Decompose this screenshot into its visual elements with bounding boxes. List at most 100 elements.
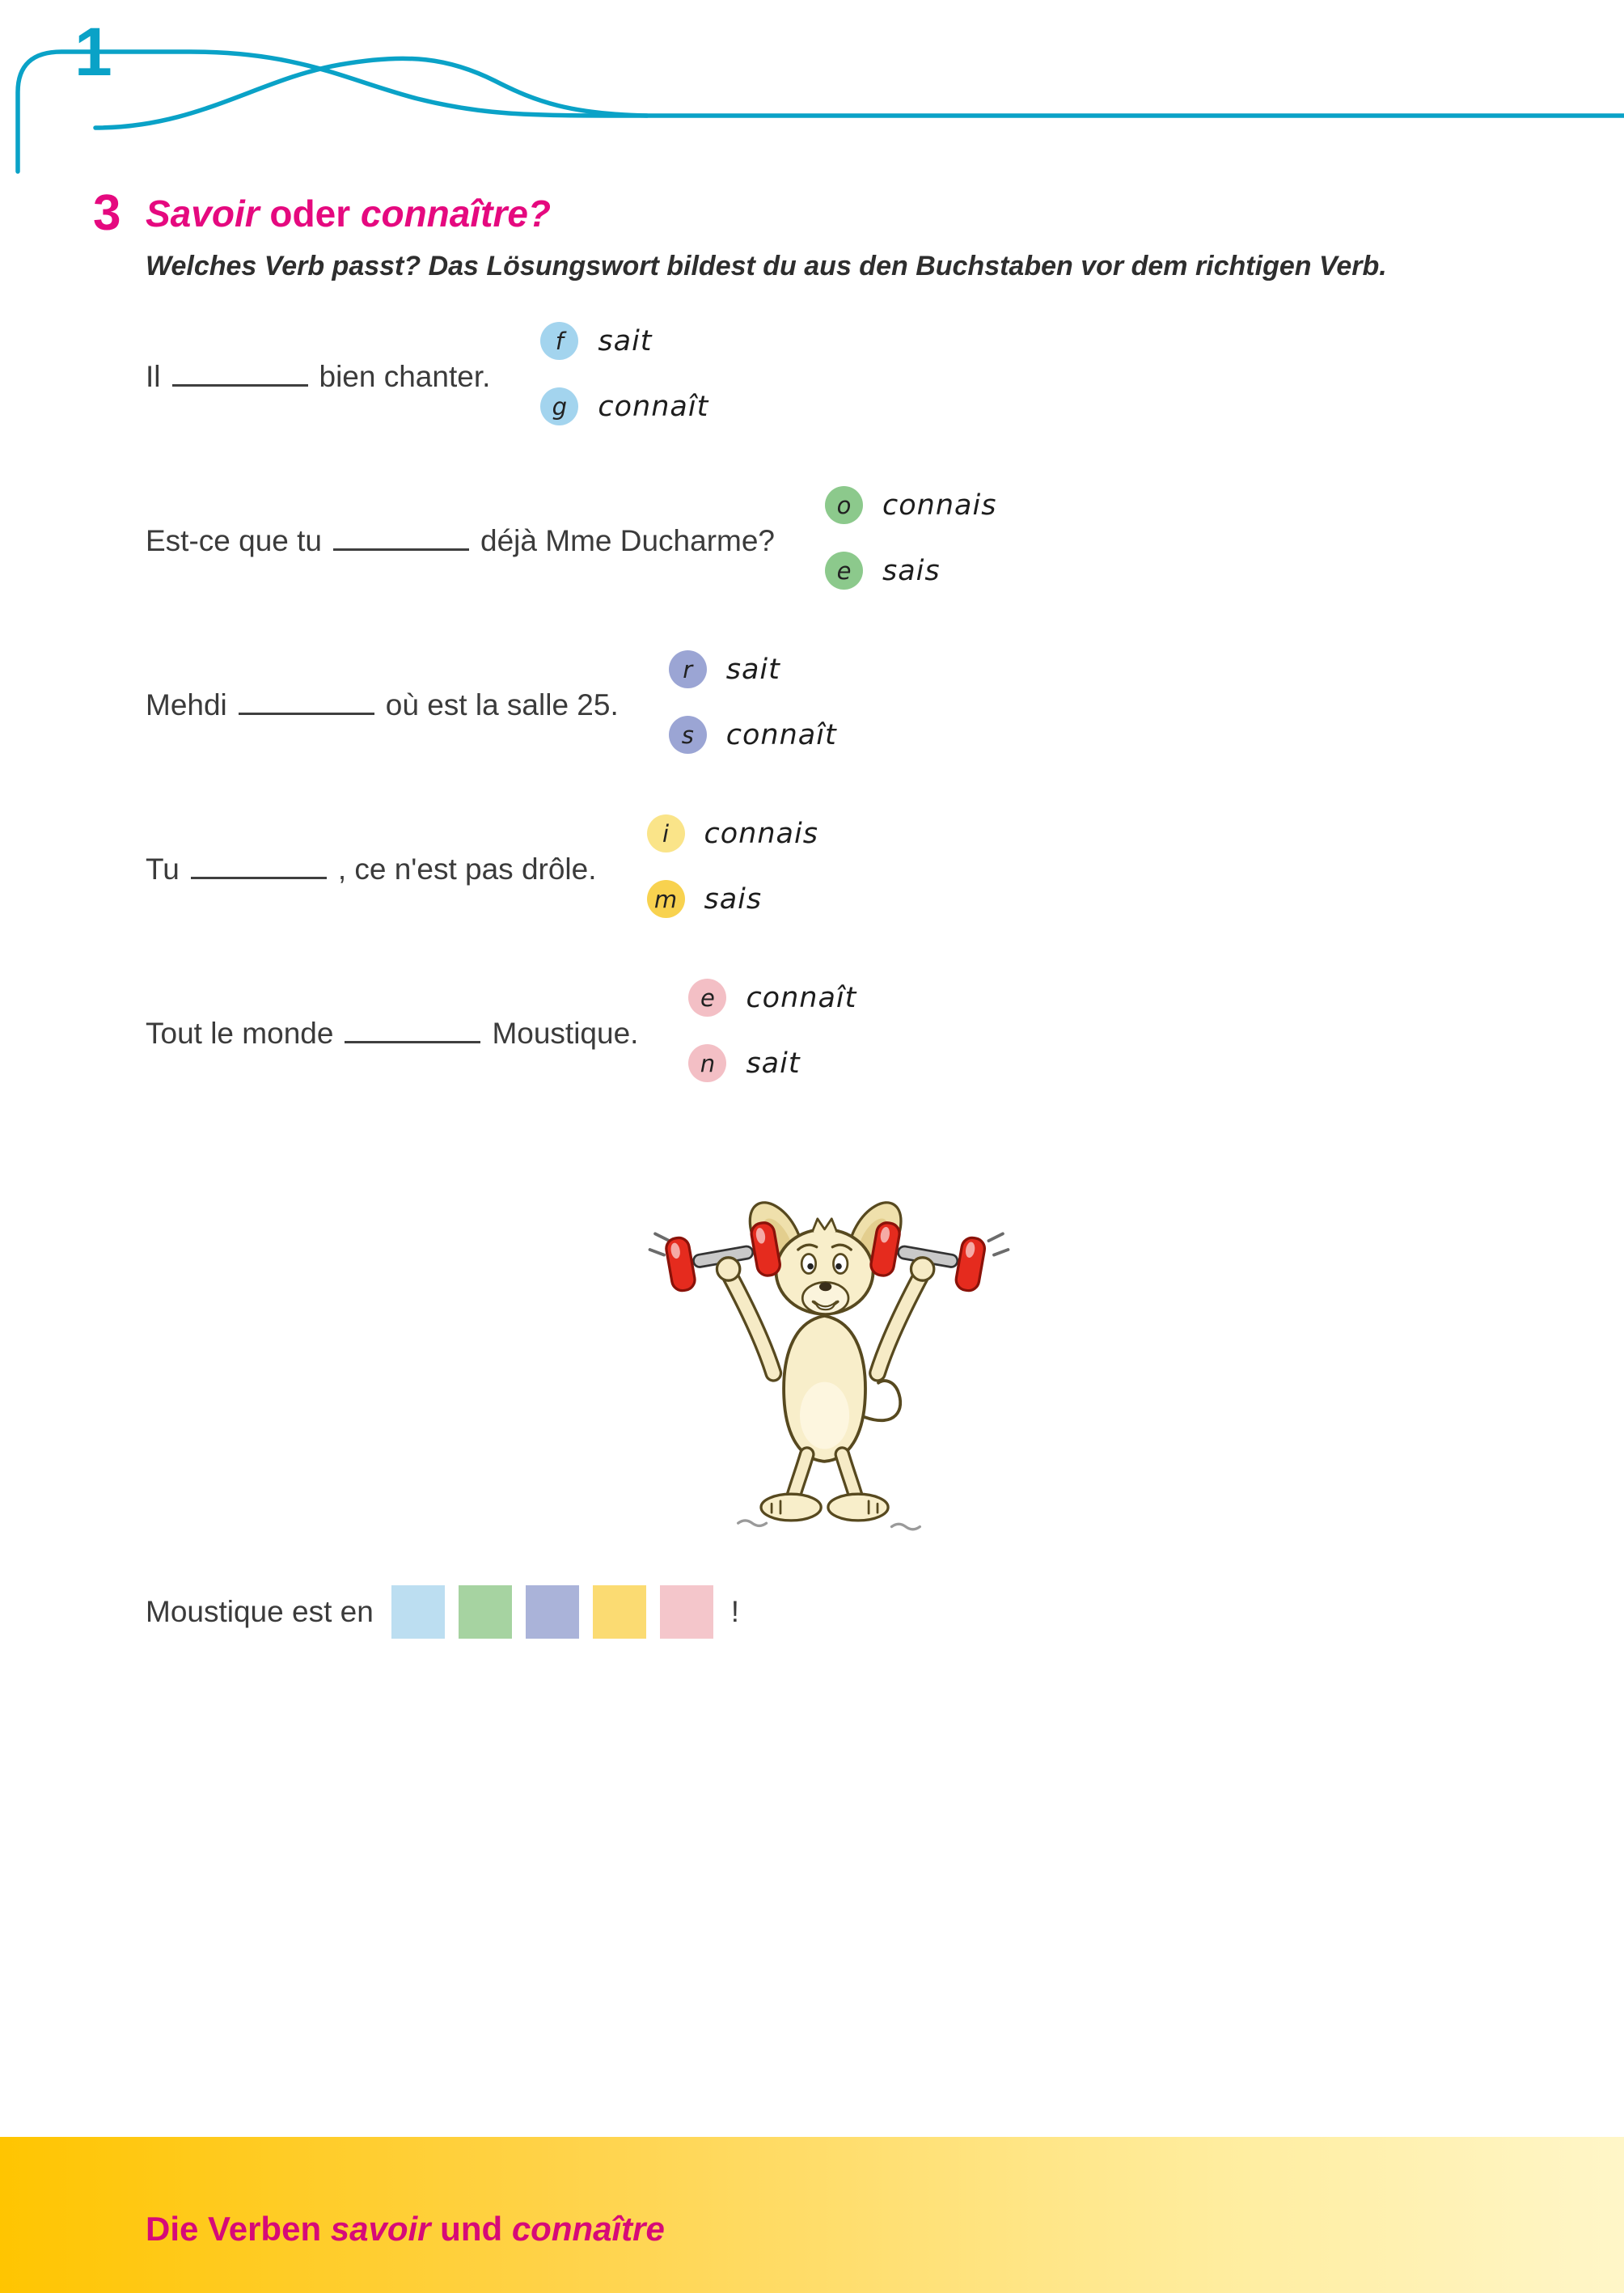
motion-ticks xyxy=(648,1232,1010,1257)
option-word: sait xyxy=(725,653,780,686)
option-letter-circle: m xyxy=(646,880,685,919)
footer-mid: und xyxy=(430,2210,512,2248)
moustique-illustration xyxy=(648,1201,1010,1531)
option-letter-circle: n xyxy=(688,1044,727,1083)
solution-text-post: ! xyxy=(730,1595,740,1628)
dumbbell-right xyxy=(869,1221,987,1292)
hair-tuft xyxy=(811,1217,839,1233)
option-word: connaît xyxy=(746,981,857,1014)
header-swoosh-decoration xyxy=(15,49,1624,174)
title-french-word-1: Savoir xyxy=(146,192,260,235)
footer-band: Die Verben savoir und connaître xyxy=(0,2137,1624,2293)
option-letter-circle: i xyxy=(646,814,685,853)
question-row: Est-ce que tu déjà Mme Ducharme? o connais e… xyxy=(146,456,1533,620)
sentence-post: Moustique. xyxy=(492,1016,639,1050)
ground-marks xyxy=(737,1519,922,1531)
footer-title: Die Verben savoir und connaître xyxy=(146,2210,665,2249)
option-row: g connaît xyxy=(540,387,709,426)
answer-box xyxy=(592,1585,646,1639)
blank-line xyxy=(238,683,374,715)
sentence-pre: Tu xyxy=(146,852,180,886)
paw-right xyxy=(909,1256,936,1282)
blank-line xyxy=(333,518,470,551)
sentence-pre: Mehdi xyxy=(146,687,227,721)
option-word: sais xyxy=(882,554,941,587)
sentence-post: , ce n'est pas drôle. xyxy=(337,852,597,886)
option-letter-circle: e xyxy=(688,979,727,1017)
option-word: sait xyxy=(746,1047,801,1080)
tail xyxy=(863,1379,903,1423)
solution-boxes xyxy=(391,1585,713,1639)
exercise-number: 3 xyxy=(93,185,121,241)
dumbbell-left xyxy=(665,1221,781,1292)
exercise-instruction: Welches Verb passt? Das Lösungswort bild… xyxy=(146,250,1387,281)
question-sentence: Tout le monde Moustique. xyxy=(146,1011,638,1051)
blank-line xyxy=(345,1011,481,1043)
paw-left xyxy=(715,1256,742,1282)
title-french-word-2: connaître? xyxy=(360,192,552,235)
sentence-post: bien chanter. xyxy=(319,359,491,393)
exercise-header: 3 Savoir oder connaître? Welches Verb pa… xyxy=(93,188,1533,282)
option-row: o connais xyxy=(825,486,997,525)
option-word: connaît xyxy=(725,718,837,751)
sentence-post: où est la salle 25. xyxy=(385,687,619,721)
solution-row: Moustique est en ! xyxy=(146,1585,739,1639)
option-letter-circle: e xyxy=(825,552,863,590)
exercise-titleblock: Savoir oder connaître? Welches Verb pass… xyxy=(146,188,1387,282)
option-word: connais xyxy=(704,817,818,850)
option-letter-circle: g xyxy=(540,387,579,426)
belly xyxy=(800,1381,850,1449)
answer-box xyxy=(458,1585,512,1639)
question-sentence: Est-ce que tu déjà Mme Ducharme? xyxy=(146,518,775,558)
answer-box xyxy=(391,1585,445,1639)
sentence-pre: Est-ce que tu xyxy=(146,523,323,557)
option-letter-circle: o xyxy=(825,486,863,525)
sentence-pre: Tout le monde xyxy=(146,1016,334,1050)
exercise-title: Savoir oder connaître? xyxy=(146,193,1387,235)
option-letter-circle: r xyxy=(668,650,707,689)
option-letter-circle: s xyxy=(668,716,707,755)
title-german-word: oder xyxy=(259,192,361,235)
face xyxy=(797,1243,852,1315)
arms xyxy=(721,1267,930,1382)
solution-text-pre: Moustique est en xyxy=(146,1595,374,1628)
option-word: connaît xyxy=(598,390,709,423)
option-row: i connais xyxy=(646,814,818,853)
answer-box xyxy=(659,1585,713,1639)
sentence-pre: Il xyxy=(146,359,161,393)
option-word: sait xyxy=(598,324,653,357)
exercise-content: 3 Savoir oder connaître? Welches Verb pa… xyxy=(93,188,1533,1113)
option-row: e connaît xyxy=(688,979,856,1017)
blank-line xyxy=(190,847,327,879)
blank-line xyxy=(171,354,308,387)
unit-number: 1 xyxy=(74,14,112,90)
option-word: connais xyxy=(882,489,997,522)
footer-lead: Die Verben xyxy=(146,2210,331,2248)
footer-french-word-1: savoir xyxy=(330,2210,431,2248)
option-word: sais xyxy=(704,882,763,916)
question-sentence: Il bien chanter. xyxy=(146,354,490,394)
option-letter-circle: f xyxy=(540,322,579,361)
sentence-post: déjà Mme Ducharme? xyxy=(480,523,775,557)
question-sentence: Mehdi où est la salle 25. xyxy=(146,683,619,722)
answer-box xyxy=(525,1585,579,1639)
option-row: s connaît xyxy=(668,716,837,755)
feet xyxy=(759,1492,890,1522)
footer-french-word-2: connaître xyxy=(511,2210,665,2248)
